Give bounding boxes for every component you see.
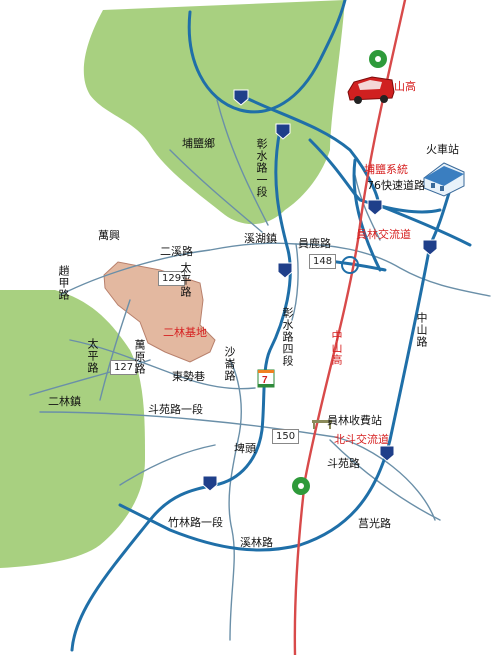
label-xihu-town: 溪湖鎮 [244, 232, 277, 245]
label-erxi-road: 二溪路 [160, 245, 193, 258]
tree-icon [369, 50, 387, 68]
label-zhongshan-highway: 中山高 [330, 330, 343, 366]
route-shield-148: 148 [309, 254, 337, 269]
interchange-shield-icon [202, 89, 438, 492]
label-beidou-interchange: 北斗交流道 [334, 433, 389, 446]
toll-gate-icon [312, 420, 332, 429]
label-taiping-road-left: 太平路 [86, 338, 99, 374]
label-zhaojia-road: 趙甲路 [57, 265, 70, 301]
label-erlin-town: 二林鎮 [48, 395, 81, 408]
label-changshui-road-sec4: 彰水路四段 [281, 307, 294, 367]
label-puyan-xitong: 埔鹽系統 [364, 163, 408, 176]
label-shantou: 山高 [394, 80, 416, 93]
label-zhongshan-road: 中山路 [415, 312, 428, 348]
route-shield-127: 127 [110, 360, 138, 375]
label-zhulin-road-sec1: 竹林路一段 [168, 516, 223, 529]
train-station-icon [423, 162, 465, 197]
label-pitou: 埤頭 [234, 442, 256, 455]
label-shaai-road: 沙崙路 [223, 346, 236, 382]
label-wanxing: 萬興 [98, 229, 120, 242]
tree-icon [292, 477, 310, 495]
label-changshui-road-sec1: 彰水路一段 [255, 138, 268, 198]
label-76-expressway: 76快速道路 [367, 179, 425, 192]
label-douyuan-road-sec1: 斗苑路一段 [148, 403, 203, 416]
route-shield-150: 150 [272, 429, 300, 444]
svg-text:7: 7 [262, 375, 268, 386]
car-icon [347, 76, 395, 104]
label-yuanlin-toll-station: 員林收費站 [327, 414, 382, 427]
seven-eleven-icon: 7 [257, 369, 275, 388]
label-taiping-road-top: 太平路 [179, 262, 192, 298]
green-area-southwest [0, 290, 145, 568]
label-wanyuan-road: 萬原路 [133, 339, 146, 375]
label-dongshixiang: 東勢巷 [172, 370, 205, 383]
label-yuanlu-road: 員鹿路 [298, 237, 331, 250]
zhongshan-highway-line [293, 0, 407, 655]
label-douyuan-road: 斗苑路 [327, 457, 360, 470]
green-area-north [83, 0, 345, 225]
label-xilin-road: 溪林路 [240, 536, 273, 549]
label-huoche: 火車站 [426, 143, 459, 156]
label-erlin-base: 二林基地 [163, 326, 207, 339]
label-jiguang-road: 莒光路 [358, 517, 391, 530]
label-puyanxiang: 埔鹽鄉 [182, 137, 215, 150]
route-shield-129: 129 [158, 271, 186, 286]
label-yuanlin-interchange: 員林交流道 [356, 228, 411, 241]
